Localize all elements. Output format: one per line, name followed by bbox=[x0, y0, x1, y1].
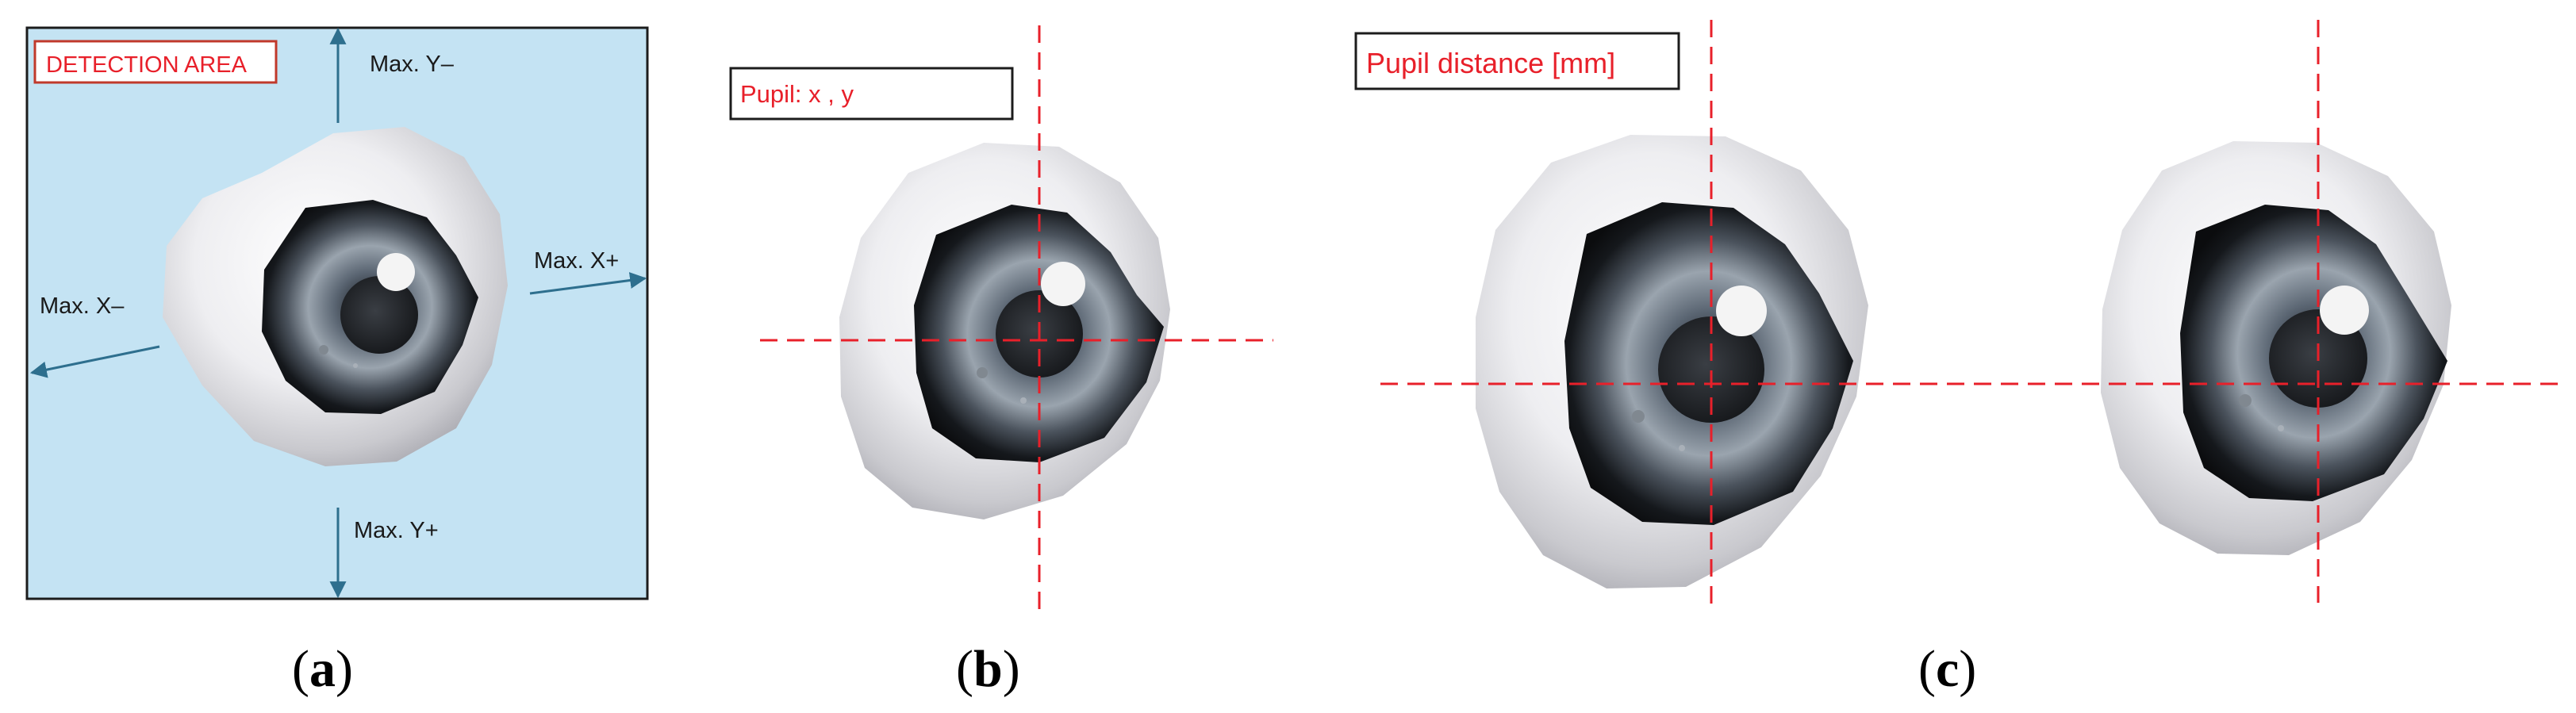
speck-a-1 bbox=[319, 345, 328, 355]
eyeball-c-left bbox=[1476, 135, 1868, 588]
panel-c: Pupil distance [mm] (c) bbox=[1356, 20, 2566, 698]
eyeball-b bbox=[839, 143, 1170, 519]
arrow-label-y-plus: Max. Y+ bbox=[354, 518, 439, 543]
eyeball-c-right bbox=[2101, 141, 2451, 555]
panel-b: Pupil: x , y (b) bbox=[731, 25, 1273, 698]
highlight-b bbox=[1041, 262, 1085, 306]
caption-a: (a) bbox=[292, 640, 353, 698]
highlight-c-right bbox=[2320, 286, 2369, 335]
panel-a: DETECTION AREA Max. Y– Max. Y+ Max. X– M… bbox=[27, 28, 647, 698]
highlight-a bbox=[377, 253, 415, 291]
arrow-label-x-minus: Max. X– bbox=[40, 293, 125, 319]
speck-b-1 bbox=[977, 367, 988, 378]
caption-c: (c) bbox=[1918, 640, 1976, 698]
pupil-label: Pupil: x , y bbox=[740, 80, 854, 108]
speck-c-right-1 bbox=[2239, 394, 2252, 407]
detection-area-label: DETECTION AREA bbox=[46, 52, 248, 78]
speck-b-2 bbox=[1020, 397, 1027, 404]
speck-c-right-2 bbox=[2278, 425, 2284, 431]
pupil-distance-label: Pupil distance [mm] bbox=[1366, 47, 1615, 79]
arrow-label-x-plus: Max. X+ bbox=[534, 248, 619, 274]
speck-c-left-1 bbox=[1632, 410, 1645, 423]
caption-b: (b) bbox=[956, 640, 1020, 698]
highlight-c-left bbox=[1716, 286, 1767, 336]
arrow-label-y-minus: Max. Y– bbox=[370, 52, 455, 77]
speck-c-left-2 bbox=[1679, 445, 1685, 451]
speck-a-2 bbox=[353, 363, 358, 368]
